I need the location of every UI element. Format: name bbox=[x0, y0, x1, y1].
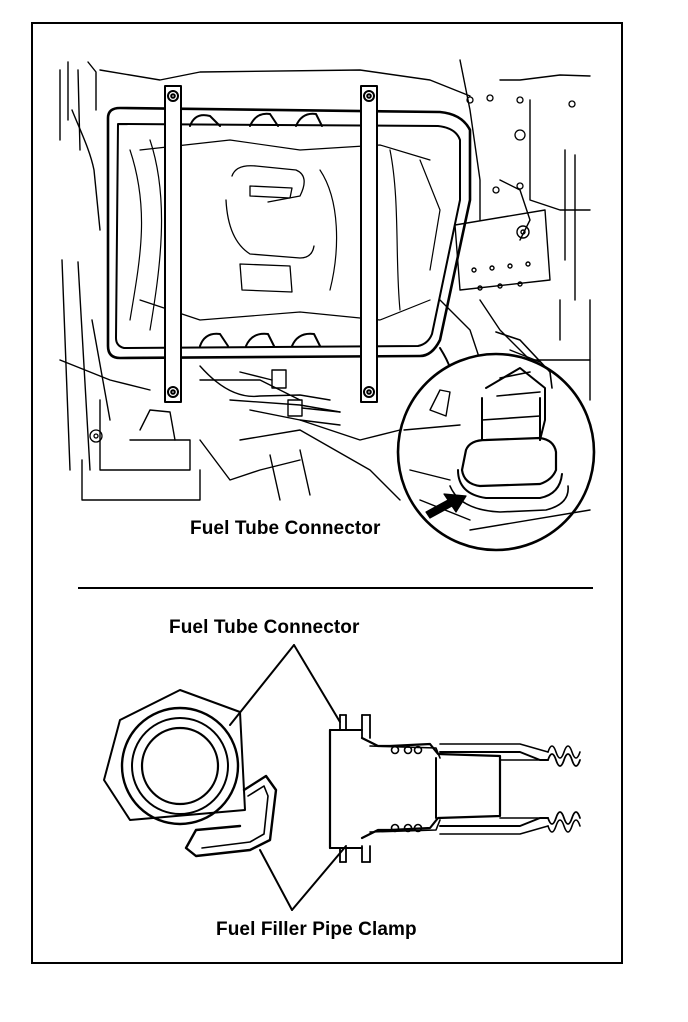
bolt-heads bbox=[89, 94, 576, 443]
leader-connector-right bbox=[293, 644, 341, 723]
fuel-tank bbox=[106, 106, 472, 360]
fuel-tube-connector-label-top: Fuel Tube Connector bbox=[190, 518, 381, 539]
fuel-tube-connector-label-bottom: Fuel Tube Connector bbox=[169, 617, 360, 638]
fuel-tank-illustration bbox=[59, 59, 596, 552]
vehicle-frame-lines bbox=[59, 59, 591, 501]
connector-detail-magnifier bbox=[396, 331, 596, 552]
connector-end-view bbox=[103, 689, 278, 858]
fuel-tank-strap-right bbox=[360, 85, 378, 403]
leader-clamp-left bbox=[259, 849, 293, 911]
fuel-tank-strap-left bbox=[164, 85, 182, 403]
connector-side-section bbox=[328, 714, 581, 863]
fuel-lines bbox=[199, 365, 341, 417]
leader-clamp-right bbox=[291, 845, 347, 911]
connector-arrow bbox=[425, 493, 467, 519]
right-bracket bbox=[454, 209, 551, 291]
fuel-filler-pipe-clamp-label: Fuel Filler Pipe Clamp bbox=[216, 919, 417, 940]
diagram-frame bbox=[31, 22, 623, 964]
section-divider bbox=[78, 587, 593, 589]
